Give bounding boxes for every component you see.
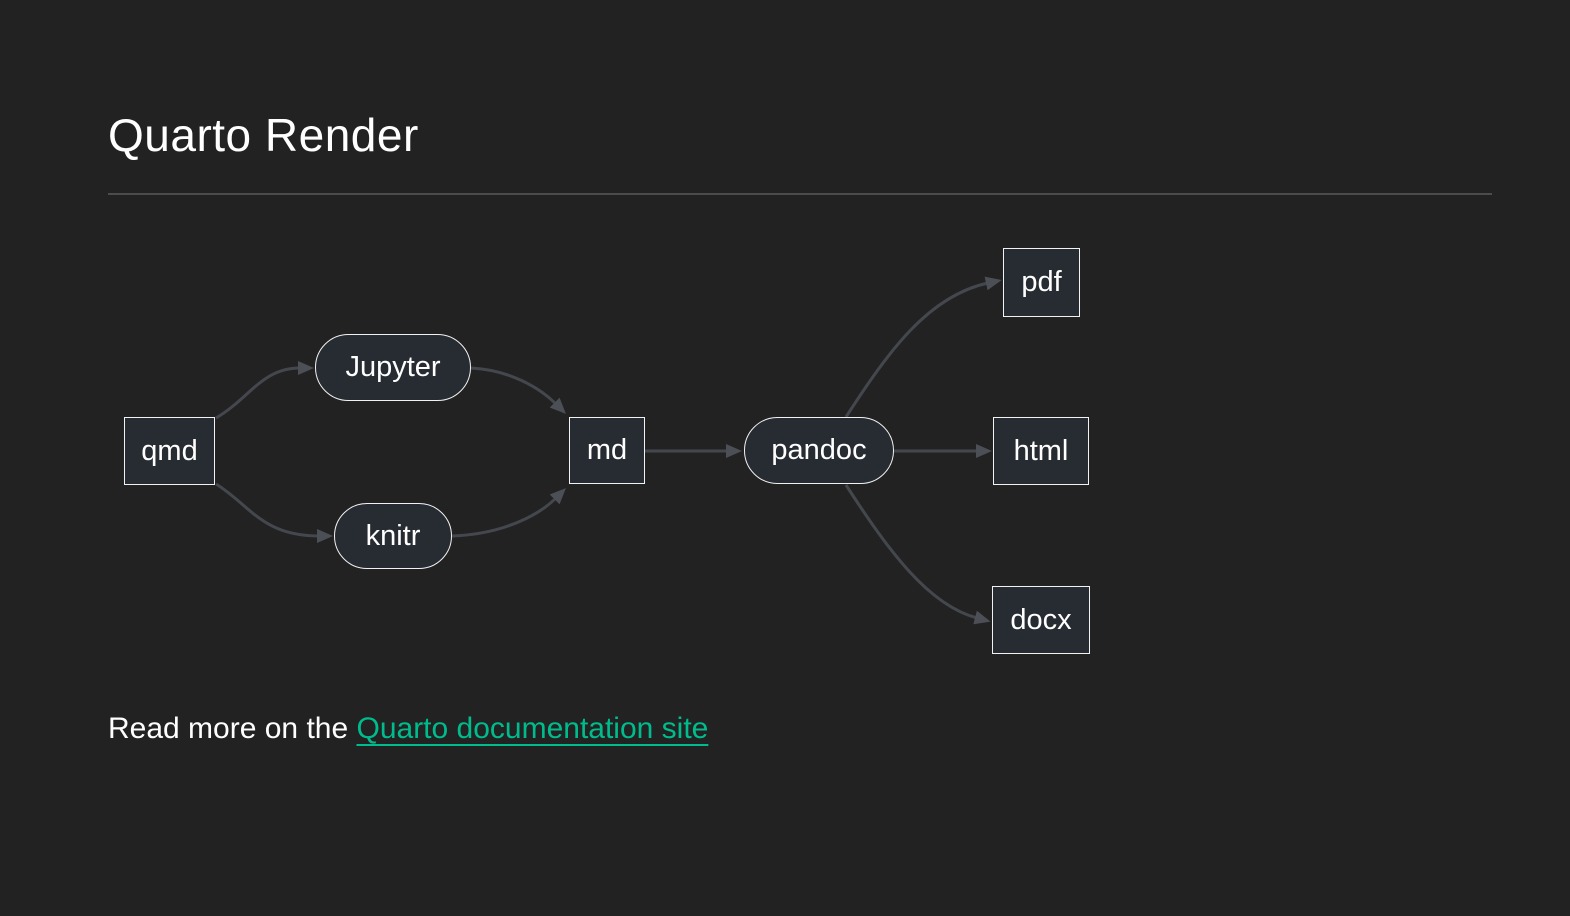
edge-pandoc-pdf xyxy=(844,276,1002,418)
edge-pandoc-docx xyxy=(844,484,991,625)
node-qmd: qmd xyxy=(124,417,215,485)
node-label: knitr xyxy=(365,519,421,552)
node-pdf: pdf xyxy=(1003,248,1080,317)
footer-text: Read more on the Quarto documentation si… xyxy=(108,708,708,750)
node-knitr: knitr xyxy=(334,503,452,569)
node-label: Jupyter xyxy=(345,351,441,383)
node-md: md xyxy=(569,417,645,484)
footer-prefix: Read more on the xyxy=(108,712,357,745)
edge-jupyter-md xyxy=(470,366,566,414)
node-html: html xyxy=(993,417,1089,485)
edge-qmd-jupyter xyxy=(215,361,314,420)
node-label: html xyxy=(1013,434,1069,467)
node-label: pandoc xyxy=(771,434,867,466)
edge-qmd-knitr xyxy=(215,482,333,543)
node-label: md xyxy=(586,434,628,466)
title-divider xyxy=(108,193,1492,195)
edge-knitr-md xyxy=(451,488,566,538)
node-label: qmd xyxy=(141,434,198,467)
node-label: docx xyxy=(1010,603,1072,636)
quarto-documentation-link[interactable]: Quarto documentation site xyxy=(356,712,709,745)
node-jupyter: Jupyter xyxy=(315,334,471,401)
node-docx: docx xyxy=(992,586,1090,654)
node-pandoc: pandoc xyxy=(744,417,894,484)
node-label: pdf xyxy=(1021,266,1062,298)
page-title: Quarto Render xyxy=(108,109,419,161)
